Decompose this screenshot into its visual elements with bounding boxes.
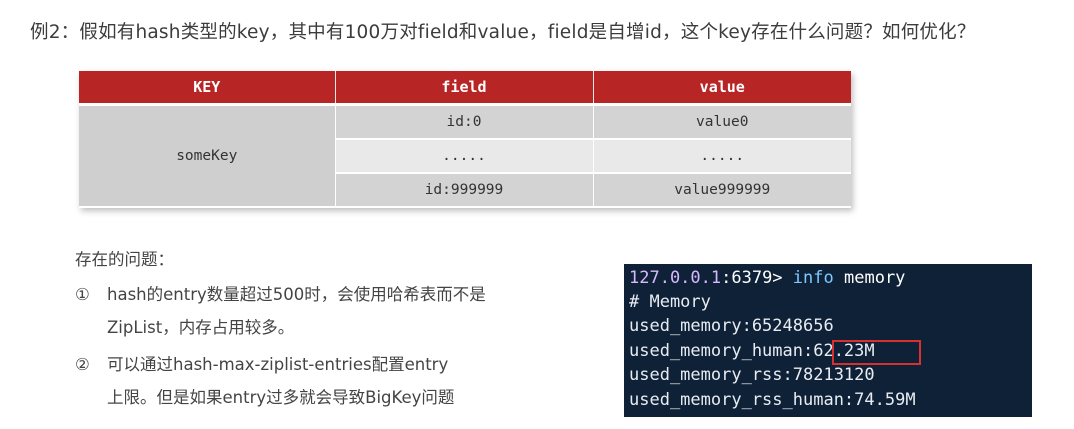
hash-table: KEY field value someKey id:0 value0 ....… <box>79 71 851 208</box>
terminal-line: used_memory:65248656 <box>629 316 834 336</box>
question-text: 例2：假如有hash类型的key，其中有100万对field和value，fie… <box>30 22 976 43</box>
terminal-output: 127.0.0.1:6379> info memory # Memory use… <box>624 264 1032 417</box>
highlight-box <box>832 340 921 365</box>
field-cell: id:999999 <box>335 173 594 208</box>
table-row: ..... ..... <box>79 139 851 174</box>
issues-title: 存在的问题： <box>75 250 174 269</box>
prompt-ip: 127.0.0.1 <box>629 268 722 288</box>
field-cell: ..... <box>335 139 594 174</box>
issue-line: hash的entry数量超过500时，会使用哈希表而不是 <box>107 285 486 304</box>
table-row: someKey id:0 value0 <box>79 104 851 208</box>
header-field: field <box>335 71 594 106</box>
issue-line: 上限。但是如果entry过多就会导致BigKey问题 <box>107 388 455 407</box>
key-cell: someKey <box>79 104 336 208</box>
issue-number: ② <box>75 355 90 374</box>
value-cell: value0 <box>593 104 851 140</box>
header-value: value <box>593 71 851 106</box>
field-cell: id:0 <box>335 104 594 140</box>
terminal-line: used_memory_human:62.23M <box>629 341 875 361</box>
value-cell: value999999 <box>593 173 851 208</box>
issue-number: ① <box>75 285 90 304</box>
terminal-line: used_memory_rss:78213120 <box>629 365 875 385</box>
issue-line: 可以通过hash-max-ziplist-entries配置entry <box>107 355 449 374</box>
issue-line: ZipList，内存占用较多。 <box>107 318 295 337</box>
terminal-line: used_memory_rss_human:74.59M <box>629 390 916 410</box>
prompt-command: info <box>792 268 834 288</box>
table-header-row: KEY field value <box>79 71 851 106</box>
table-row: id:999999 value999999 <box>79 173 851 208</box>
value-cell: ..... <box>593 139 851 174</box>
prompt-port: :6379> <box>721 268 783 288</box>
terminal-line: # Memory <box>629 292 711 312</box>
terminal-prompt-line: 127.0.0.1:6379> info memory <box>629 268 905 288</box>
header-key: KEY <box>79 71 336 106</box>
prompt-argument: memory <box>844 268 906 288</box>
